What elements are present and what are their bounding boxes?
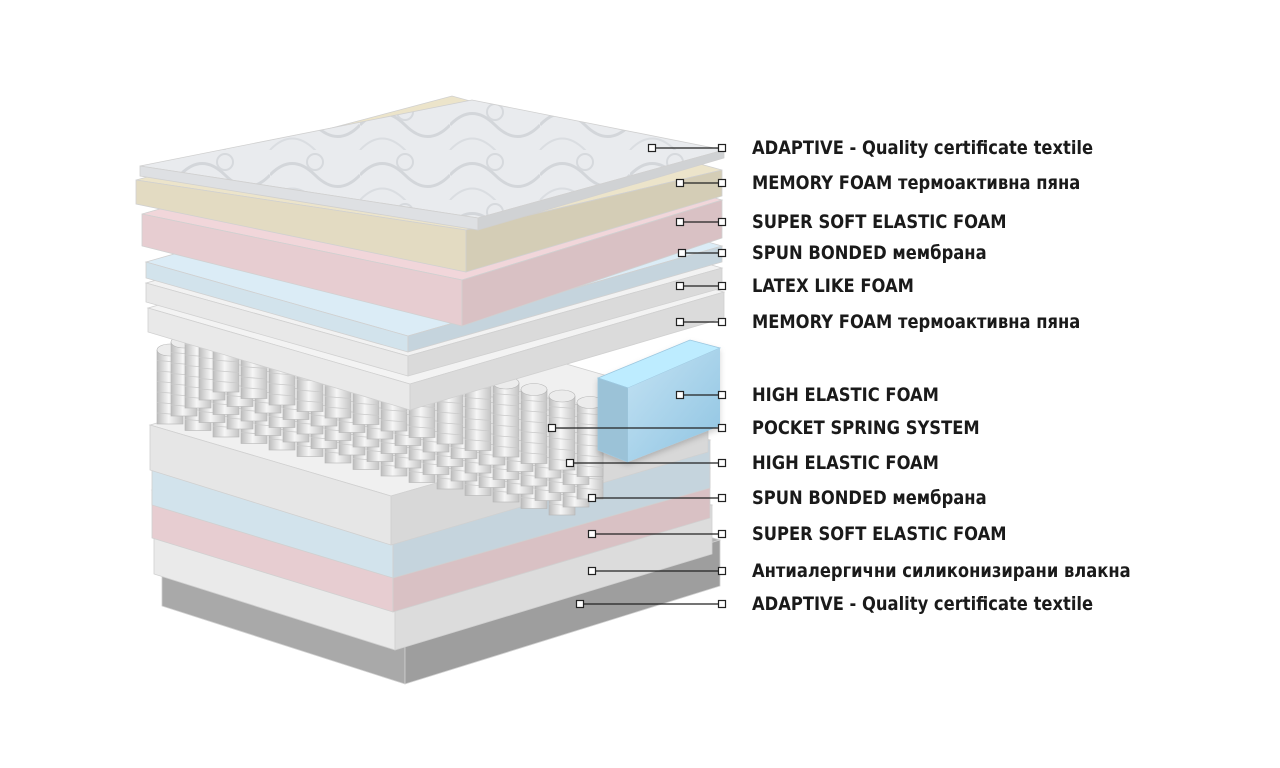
connector-marker	[717, 599, 727, 609]
connector-marker	[675, 281, 685, 291]
connector-marker	[717, 248, 727, 258]
connector-marker	[717, 178, 727, 188]
connector-marker	[675, 217, 685, 227]
connector-marker	[575, 599, 585, 609]
connector-marker	[587, 566, 597, 576]
connector-marker	[587, 493, 597, 503]
connector-marker	[717, 529, 727, 539]
layer-high-elastic-side	[596, 339, 722, 463]
connector-marker	[717, 458, 727, 468]
layer-adaptive-top	[139, 99, 725, 231]
spring-coil	[548, 389, 576, 471]
connector-marker	[717, 493, 727, 503]
connector-marker	[717, 317, 727, 327]
connector-marker	[717, 281, 727, 291]
connector-marker	[547, 423, 557, 433]
connector-marker	[717, 217, 727, 227]
connector-marker	[717, 566, 727, 576]
connector-marker	[675, 317, 685, 327]
spring-coil	[492, 376, 520, 458]
connector-marker	[675, 390, 685, 400]
spring-coil	[520, 383, 548, 464]
connector-marker	[647, 143, 657, 153]
connector-marker	[717, 423, 727, 433]
connector-marker	[565, 458, 575, 468]
label-connectors	[547, 143, 727, 609]
connector-marker	[587, 529, 597, 539]
connector-marker	[717, 390, 727, 400]
connector-marker	[677, 248, 687, 258]
connector-marker	[675, 178, 685, 188]
connector-marker	[717, 143, 727, 153]
